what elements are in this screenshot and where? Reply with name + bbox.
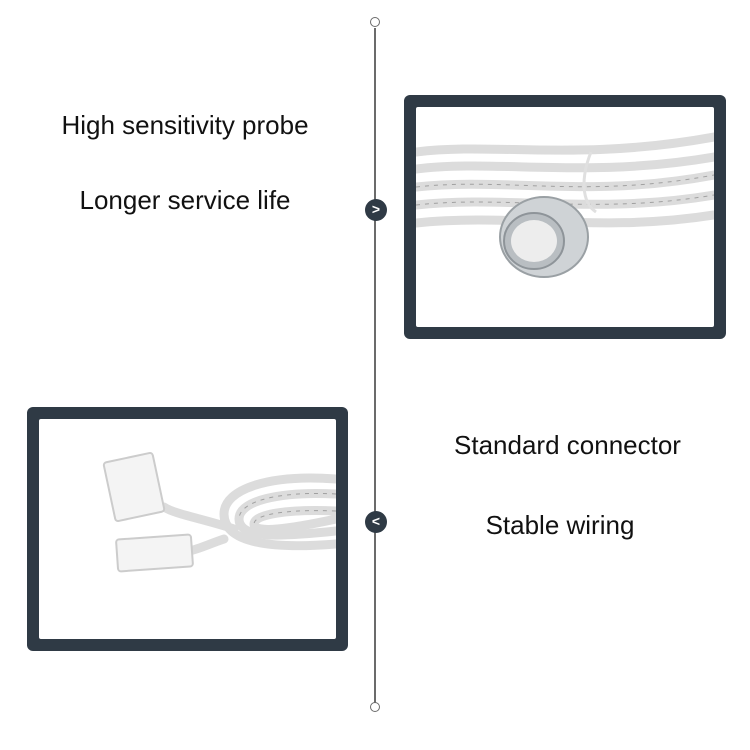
wire-connector-photo — [39, 419, 336, 639]
probe-image-frame — [404, 95, 726, 339]
cable-strand — [416, 170, 714, 192]
cable-strand — [416, 132, 714, 157]
probe-face — [511, 220, 557, 262]
cable-strand — [219, 473, 336, 551]
timeline-marker-right: > — [365, 199, 387, 221]
timeline-start-dot — [370, 17, 380, 27]
cable-strand — [249, 506, 336, 534]
cable-strand — [416, 152, 714, 174]
connector-image-frame — [27, 407, 348, 651]
caption-stable-wiring: Stable wiring — [485, 510, 635, 540]
caption-standard-connector: Standard connector — [454, 430, 681, 460]
connector-plug-bottom — [115, 533, 194, 573]
timeline-end-dot — [370, 702, 380, 712]
timeline-marker-left: < — [365, 511, 387, 533]
connector-plug-top — [102, 452, 166, 522]
cable-strand — [159, 502, 239, 534]
caption-service-life: Longer service life — [79, 185, 291, 215]
cable-tie — [582, 151, 597, 214]
timeline-line — [374, 28, 376, 703]
cable-strand — [184, 534, 229, 556]
caption-high-sensitivity: High sensitivity probe — [61, 110, 309, 140]
touch-sensor-probe-photo — [416, 107, 714, 327]
